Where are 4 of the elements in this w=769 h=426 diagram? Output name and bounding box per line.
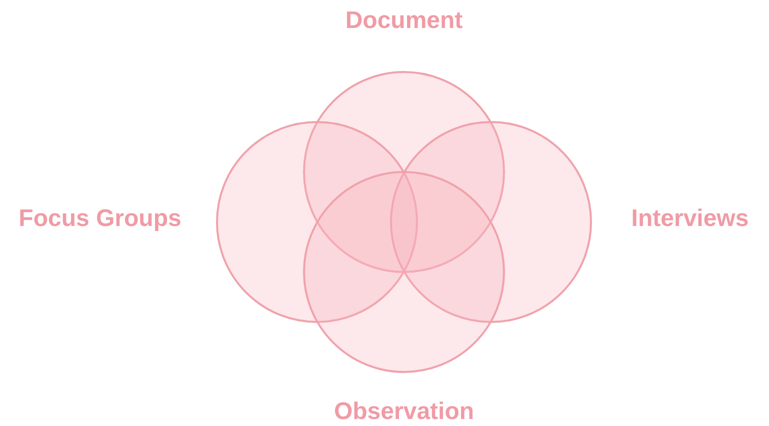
circle-label: Interviews [631, 207, 749, 231]
circle-label: Focus Groups [18, 207, 182, 231]
circle-label: Document [345, 9, 463, 33]
circle-label: Observation [334, 400, 474, 424]
